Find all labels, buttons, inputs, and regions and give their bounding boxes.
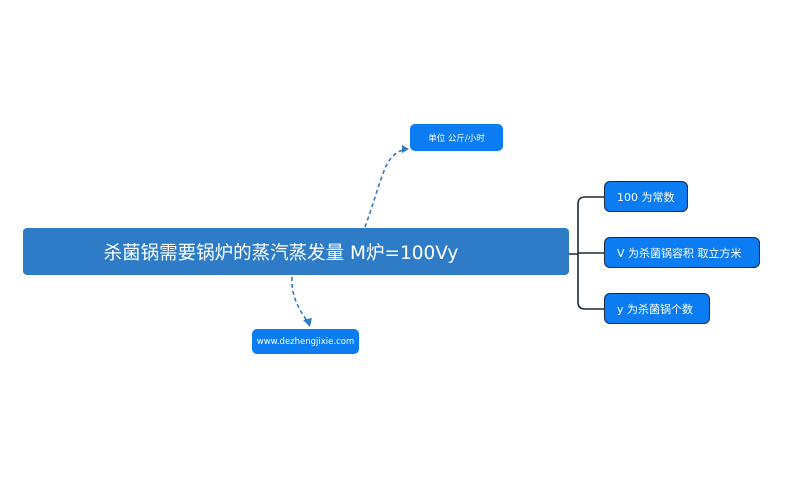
unit-note-node[interactable]: 单位 公斤/小时 — [410, 124, 503, 151]
variable-node-count[interactable]: y 为杀菌锅个数 — [604, 293, 710, 324]
bracket-connector — [569, 196, 604, 310]
variable-node-volume[interactable]: V 为杀菌锅容积 取立方米 — [604, 237, 760, 268]
website-node[interactable]: www.dezhengjixie.com — [252, 329, 359, 354]
connector-to-unit-note — [364, 148, 408, 228]
central-topic-label: 杀菌锅需要锅炉的蒸汽蒸发量 M炉=100Vy — [103, 242, 459, 264]
arrowhead-unit-note — [402, 145, 409, 153]
unit-note-label: 单位 公斤/小时 — [428, 133, 485, 144]
arrowhead-website — [303, 318, 312, 327]
variable-label: V 为杀菌锅容积 取立方米 — [617, 246, 742, 260]
central-topic-node[interactable]: 杀菌锅需要锅炉的蒸汽蒸发量 M炉=100Vy — [23, 228, 569, 275]
variable-label: y 为杀菌锅个数 — [617, 302, 694, 316]
variable-label: 100 为常数 — [617, 190, 675, 204]
variable-node-constant[interactable]: 100 为常数 — [604, 181, 688, 212]
connector-to-website — [291, 276, 309, 323]
website-label: www.dezhengjixie.com — [256, 336, 355, 347]
